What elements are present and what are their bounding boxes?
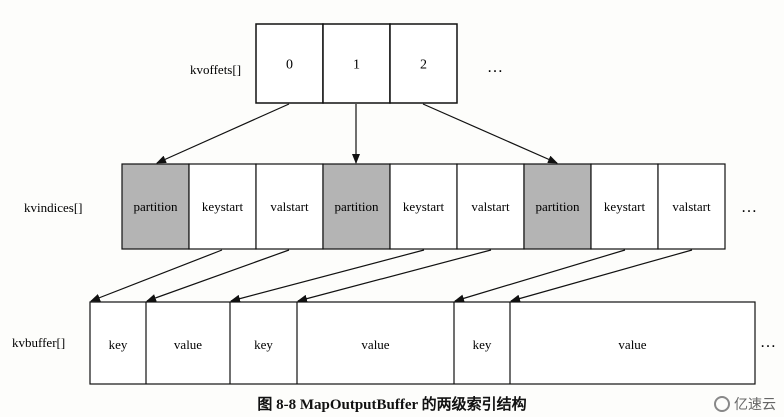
kvindices-partition-cell — [322, 163, 391, 250]
watermark: 亿速云 — [714, 394, 776, 414]
kvbuffer-frame — [89, 301, 756, 385]
kvoffsets-cell — [389, 23, 458, 104]
kvbuffer-value-text: value — [174, 337, 202, 352]
kvbuffer-ellipsis: … — [760, 334, 776, 351]
kvindices-cell-text: keystart — [604, 199, 646, 214]
offset-arrow — [156, 103, 290, 164]
kvindices-cell-text: partition — [535, 199, 580, 214]
watermark-text: 亿速云 — [734, 397, 776, 413]
kvoffsets-ellipsis: … — [487, 59, 503, 76]
kvindices-cell-text: valstart — [471, 199, 510, 214]
kvindices-row: partition keystart valstart partition keysta… — [121, 163, 757, 250]
kvindices-cell-text: keystart — [202, 199, 244, 214]
kvbuffer-key-text: key — [254, 337, 273, 352]
kvindices-cell — [657, 163, 726, 250]
offset-arrow — [422, 103, 558, 164]
kvindices-cell-text: partition — [133, 199, 178, 214]
kvindices-cell-text: valstart — [672, 199, 711, 214]
keystart-arrow — [230, 249, 425, 303]
kvindices-partition-cell — [121, 163, 190, 250]
valstart-arrow — [146, 249, 290, 302]
kvoffsets-row: 0 1 2 … — [255, 23, 503, 104]
arrow-group — [90, 103, 693, 303]
keystart-arrow — [90, 249, 223, 302]
row-labels: kvoffets[] kvindices[] kvbuffer[] — [12, 62, 241, 350]
kvoffsets-cell-text: 1 — [353, 58, 360, 73]
kvbuffer-value-text: value — [618, 337, 646, 352]
kvbuffer-value-text: value — [361, 337, 389, 352]
kvbuffer-key-text: key — [473, 337, 492, 352]
kvoffsets-cell-text: 0 — [286, 58, 293, 73]
keystart-arrow — [454, 249, 626, 303]
figure-caption: 图 8-8 MapOutputBuffer 的两级索引结构 — [257, 397, 527, 413]
valstart-arrow — [510, 249, 693, 303]
kvindices-cell — [255, 163, 324, 250]
kvindices-label: kvindices[] — [24, 200, 82, 215]
kvoffsets-label: kvoffets[] — [190, 62, 241, 77]
kvindices-cell — [456, 163, 525, 250]
cloud-logo-icon — [714, 396, 730, 412]
kvindices-cell — [389, 163, 458, 250]
kvindices-cell-text: partition — [334, 199, 379, 214]
kvindices-cell-text: keystart — [403, 199, 445, 214]
valstart-arrow — [297, 249, 492, 303]
kvoffsets-cell — [322, 23, 391, 104]
kvindices-cell-text: valstart — [270, 199, 309, 214]
kvoffsets-cell — [255, 23, 324, 104]
kvindices-ellipsis: … — [741, 199, 757, 216]
kvindices-partition-cell — [523, 163, 592, 250]
kvbuffer-row: key value key value key value … — [89, 301, 776, 385]
kvbuffer-label: kvbuffer[] — [12, 335, 65, 350]
kvindices-cell — [188, 163, 257, 250]
kvbuffer-key-text: key — [109, 337, 128, 352]
kvoffsets-cell-text: 2 — [420, 58, 427, 73]
